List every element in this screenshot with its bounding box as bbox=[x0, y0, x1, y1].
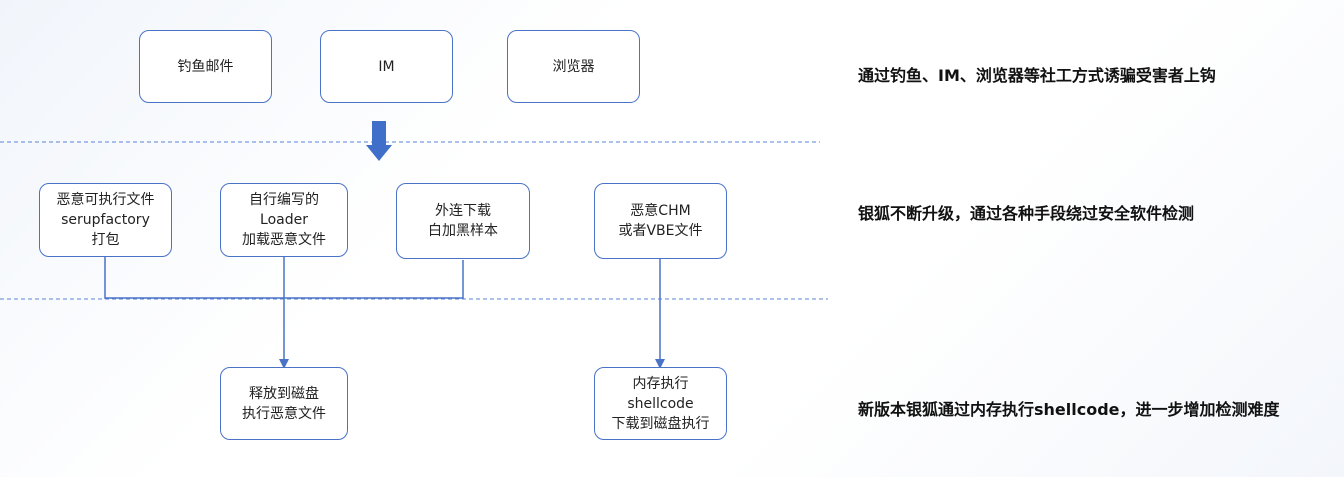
source-label: 浏览器 bbox=[552, 58, 595, 75]
method-line: 恶意可执行文件 bbox=[56, 192, 155, 208]
method-box-malicious-executable: 恶意可执行文件 serupfactory 打包 bbox=[39, 183, 172, 257]
source-label: IM bbox=[378, 58, 395, 75]
method-box-custom-loader: 自行编写的 Loader 加载恶意文件 bbox=[220, 183, 348, 257]
method-line: 白加黑样本 bbox=[428, 223, 498, 239]
result-line: 内存执行 bbox=[632, 375, 689, 392]
result-box-release-to-disk: 释放到磁盘 执行恶意文件 bbox=[220, 367, 348, 440]
method-box-chm-vbe: 恶意CHM 或者VBE文件 bbox=[594, 183, 727, 259]
method-line: 或者VBE文件 bbox=[618, 223, 703, 239]
method-line: Loader bbox=[260, 212, 308, 228]
description-evasion-upgrade: 银狐不断升级，通过各种手段绕过安全软件检测 bbox=[858, 204, 1195, 223]
source-box-browser: 浏览器 bbox=[507, 30, 640, 103]
result-box-memory-execution: 内存执行 shellcode 下载到磁盘执行 bbox=[594, 367, 727, 440]
method-box-external-download: 外连下载 白加黑样本 bbox=[396, 183, 530, 259]
result-line: 下载到磁盘执行 bbox=[611, 415, 710, 432]
source-label: 钓鱼邮件 bbox=[177, 58, 234, 75]
result-line: 执行恶意文件 bbox=[242, 405, 326, 422]
description-memory-execution: 新版本银狐通过内存执行shellcode，进一步增加检测难度 bbox=[858, 400, 1280, 419]
source-box-phishing-email: 钓鱼邮件 bbox=[139, 30, 272, 103]
description-social-engineering: 通过钓鱼、IM、浏览器等社工方式诱骗受害者上钩 bbox=[858, 66, 1216, 85]
method-line: 恶意CHM bbox=[630, 203, 691, 219]
method-line: 加载恶意文件 bbox=[242, 232, 326, 248]
result-line: shellcode bbox=[627, 395, 694, 412]
result-line: 释放到磁盘 bbox=[249, 385, 319, 402]
source-box-im: IM bbox=[320, 30, 453, 103]
method-line: 打包 bbox=[91, 232, 120, 248]
method-line: serupfactory bbox=[61, 212, 150, 228]
down-block-arrow bbox=[366, 121, 392, 161]
method-line: 自行编写的 bbox=[249, 192, 319, 208]
method-line: 外连下载 bbox=[435, 203, 491, 219]
